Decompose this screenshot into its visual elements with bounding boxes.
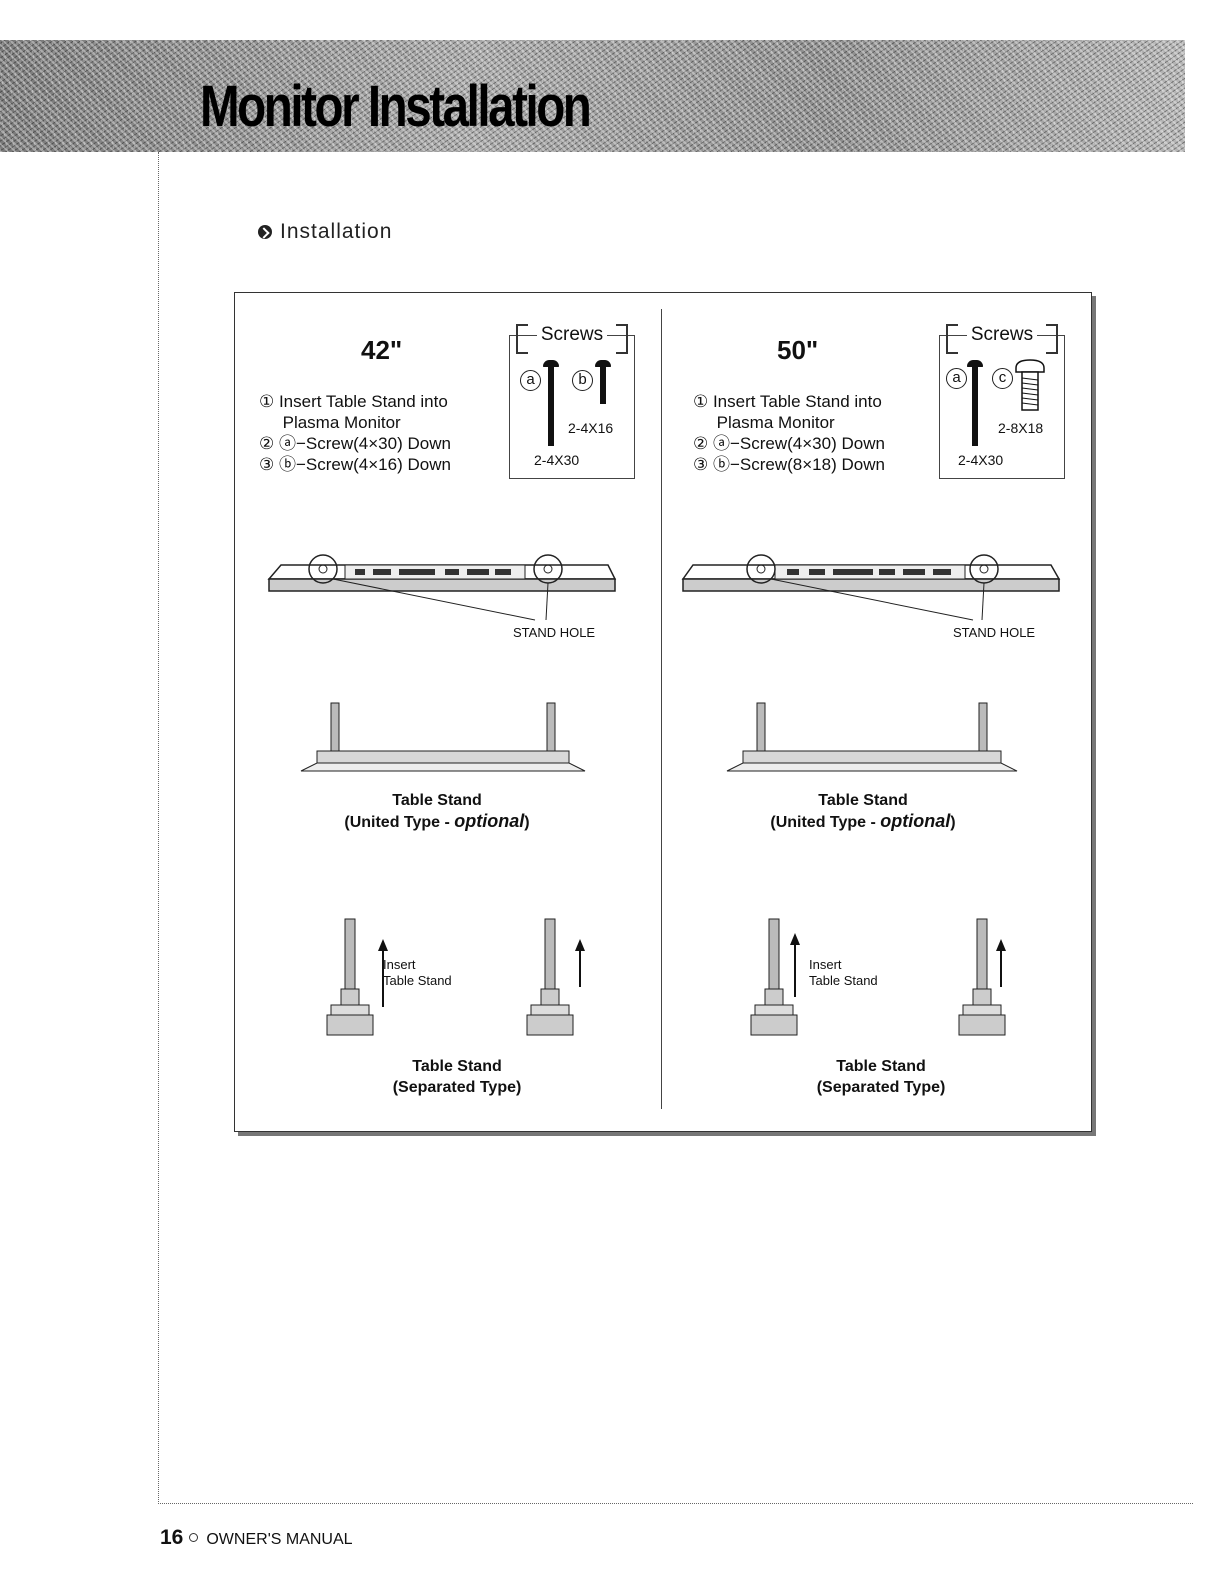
separated-caption: Table Stand (Separated Type) bbox=[751, 1056, 1011, 1098]
up-arrow-icon bbox=[790, 933, 800, 997]
separated-caption-title: Table Stand bbox=[412, 1058, 502, 1075]
separated-caption-type: (Separated Type) bbox=[816, 1079, 946, 1096]
screw-a-symbol: a bbox=[520, 370, 541, 391]
screw-a-spec: 2-4X30 bbox=[534, 452, 580, 468]
column-42-inch: 42" ① Insert Table Stand into Plasma Mon… bbox=[235, 293, 663, 1131]
size-label: 50" bbox=[777, 335, 819, 365]
column-50-inch: 50" ① Insert Table Stand into Plasma Mon… bbox=[663, 293, 1091, 1131]
installation-figure: 42" ① Insert Table Stand into Plasma Mon… bbox=[234, 292, 1092, 1132]
insert-label-2: Table Stand bbox=[383, 973, 452, 988]
page-number: 16 bbox=[160, 1526, 184, 1549]
header-band: Monitor Installation bbox=[0, 40, 1185, 152]
optional-label: optional bbox=[454, 811, 525, 831]
size-label: 42" bbox=[361, 335, 403, 365]
united-caption-close: ) bbox=[950, 814, 956, 831]
separated-caption-title: Table Stand bbox=[836, 1058, 926, 1075]
page-title: Monitor Installation bbox=[200, 74, 592, 139]
footer-label: OWNER'S MANUAL bbox=[206, 1531, 353, 1548]
short-screw-icon bbox=[595, 360, 611, 404]
insert-label-1: Insert bbox=[809, 957, 842, 972]
insert-label-2: Table Stand bbox=[809, 973, 878, 988]
stand-hole-label: STAND HOLE bbox=[513, 625, 596, 640]
screws-title: Screws bbox=[966, 324, 1038, 345]
arrow-bullet-icon bbox=[258, 225, 272, 239]
up-arrow-icon bbox=[575, 939, 585, 987]
up-arrow-icon bbox=[996, 939, 1006, 987]
united-caption-title: Table Stand bbox=[392, 792, 482, 809]
separated-stand-leg-left-icon bbox=[326, 918, 374, 1036]
bracket-right-icon bbox=[1046, 324, 1058, 354]
separated-caption: Table Stand (Separated Type) bbox=[327, 1056, 587, 1098]
screw-c-spec: 2-8X18 bbox=[998, 420, 1044, 436]
screw-a-spec: 2-4X30 bbox=[958, 452, 1004, 468]
monitor-bottom-icon bbox=[681, 554, 1061, 621]
united-caption-title: Table Stand bbox=[818, 792, 908, 809]
bracket-left-icon bbox=[516, 324, 528, 354]
screw-c-symbol: c bbox=[992, 368, 1013, 389]
optional-label: optional bbox=[880, 811, 951, 831]
page-footer: 16 OWNER'S MANUAL bbox=[160, 1526, 353, 1550]
separated-stand-leg-left-icon bbox=[750, 918, 798, 1036]
screw-b-symbol: b bbox=[572, 370, 593, 391]
screws-box: Screws a b 2-4X16 2-4X30 bbox=[509, 324, 635, 479]
separated-stand-leg-right-icon bbox=[958, 918, 1006, 1036]
section-heading-text: Installation bbox=[280, 220, 393, 243]
long-screw-icon bbox=[967, 360, 983, 446]
insert-label-1: Insert bbox=[383, 957, 416, 972]
left-margin-rule bbox=[158, 152, 159, 1504]
bottom-rule bbox=[158, 1503, 1193, 1504]
screws-title: Screws bbox=[536, 324, 608, 345]
figure-divider bbox=[661, 309, 662, 1109]
bracket-right-icon bbox=[616, 324, 628, 354]
screws-box: Screws a c 2-8X18 2-4X30 bbox=[939, 324, 1065, 479]
long-screw-icon bbox=[543, 360, 559, 446]
united-table-stand-icon bbox=[726, 702, 1018, 772]
separated-stand-leg-right-icon bbox=[526, 918, 574, 1036]
section-heading: Installation bbox=[258, 220, 392, 244]
screw-b-spec: 2-4X16 bbox=[568, 420, 614, 436]
steps-text: ① Insert Table Stand into Plasma Monitor… bbox=[259, 392, 451, 474]
stand-hole-label: STAND HOLE bbox=[953, 625, 1036, 640]
screw-a-symbol: a bbox=[946, 368, 967, 389]
steps-text: ① Insert Table Stand into Plasma Monitor… bbox=[693, 392, 885, 474]
united-caption: Table Stand (United Type - optional) bbox=[733, 790, 993, 833]
separated-caption-type: (Separated Type) bbox=[392, 1079, 522, 1096]
up-arrow-icon bbox=[378, 939, 388, 1007]
bracket-left-icon bbox=[946, 324, 958, 354]
united-caption-type: (United Type - bbox=[344, 814, 455, 831]
bullet-dot-icon bbox=[189, 1533, 199, 1542]
united-caption: Table Stand (United Type - optional) bbox=[307, 790, 567, 833]
bolt-icon bbox=[1015, 359, 1045, 411]
monitor-bottom-icon bbox=[267, 554, 617, 621]
united-table-stand-icon bbox=[300, 702, 586, 772]
united-caption-close: ) bbox=[524, 814, 530, 831]
united-caption-type: (United Type - bbox=[770, 814, 881, 831]
